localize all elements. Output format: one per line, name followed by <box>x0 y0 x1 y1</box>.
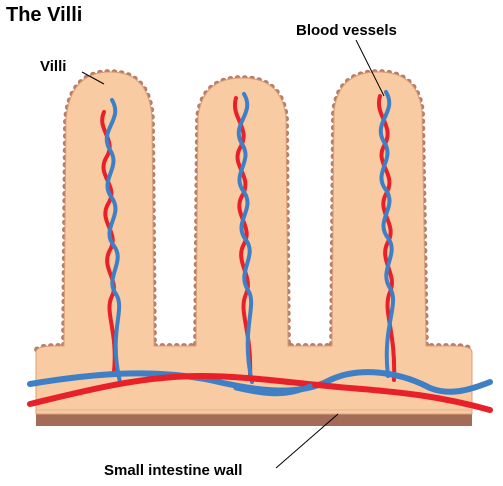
intestine-wall-pointer-line <box>275 413 339 469</box>
villi-label: Villi <box>40 58 67 75</box>
diagram-title: The Villi <box>6 4 83 26</box>
blood-vessels-pointer-line <box>355 39 385 97</box>
villi-tissue <box>35 71 473 415</box>
base-artery <box>27 372 493 413</box>
wall-base-layer <box>36 414 472 426</box>
blood-vessels-label: Blood vessels <box>296 22 397 39</box>
base-vein-overlay <box>233 383 313 397</box>
villus-3-vein <box>378 90 396 378</box>
villus-1-vein <box>104 98 122 384</box>
villus-2-vein <box>236 92 254 384</box>
intestine-wall-label: Small intestine wall <box>104 462 243 479</box>
villi-pointer-line <box>81 71 105 85</box>
